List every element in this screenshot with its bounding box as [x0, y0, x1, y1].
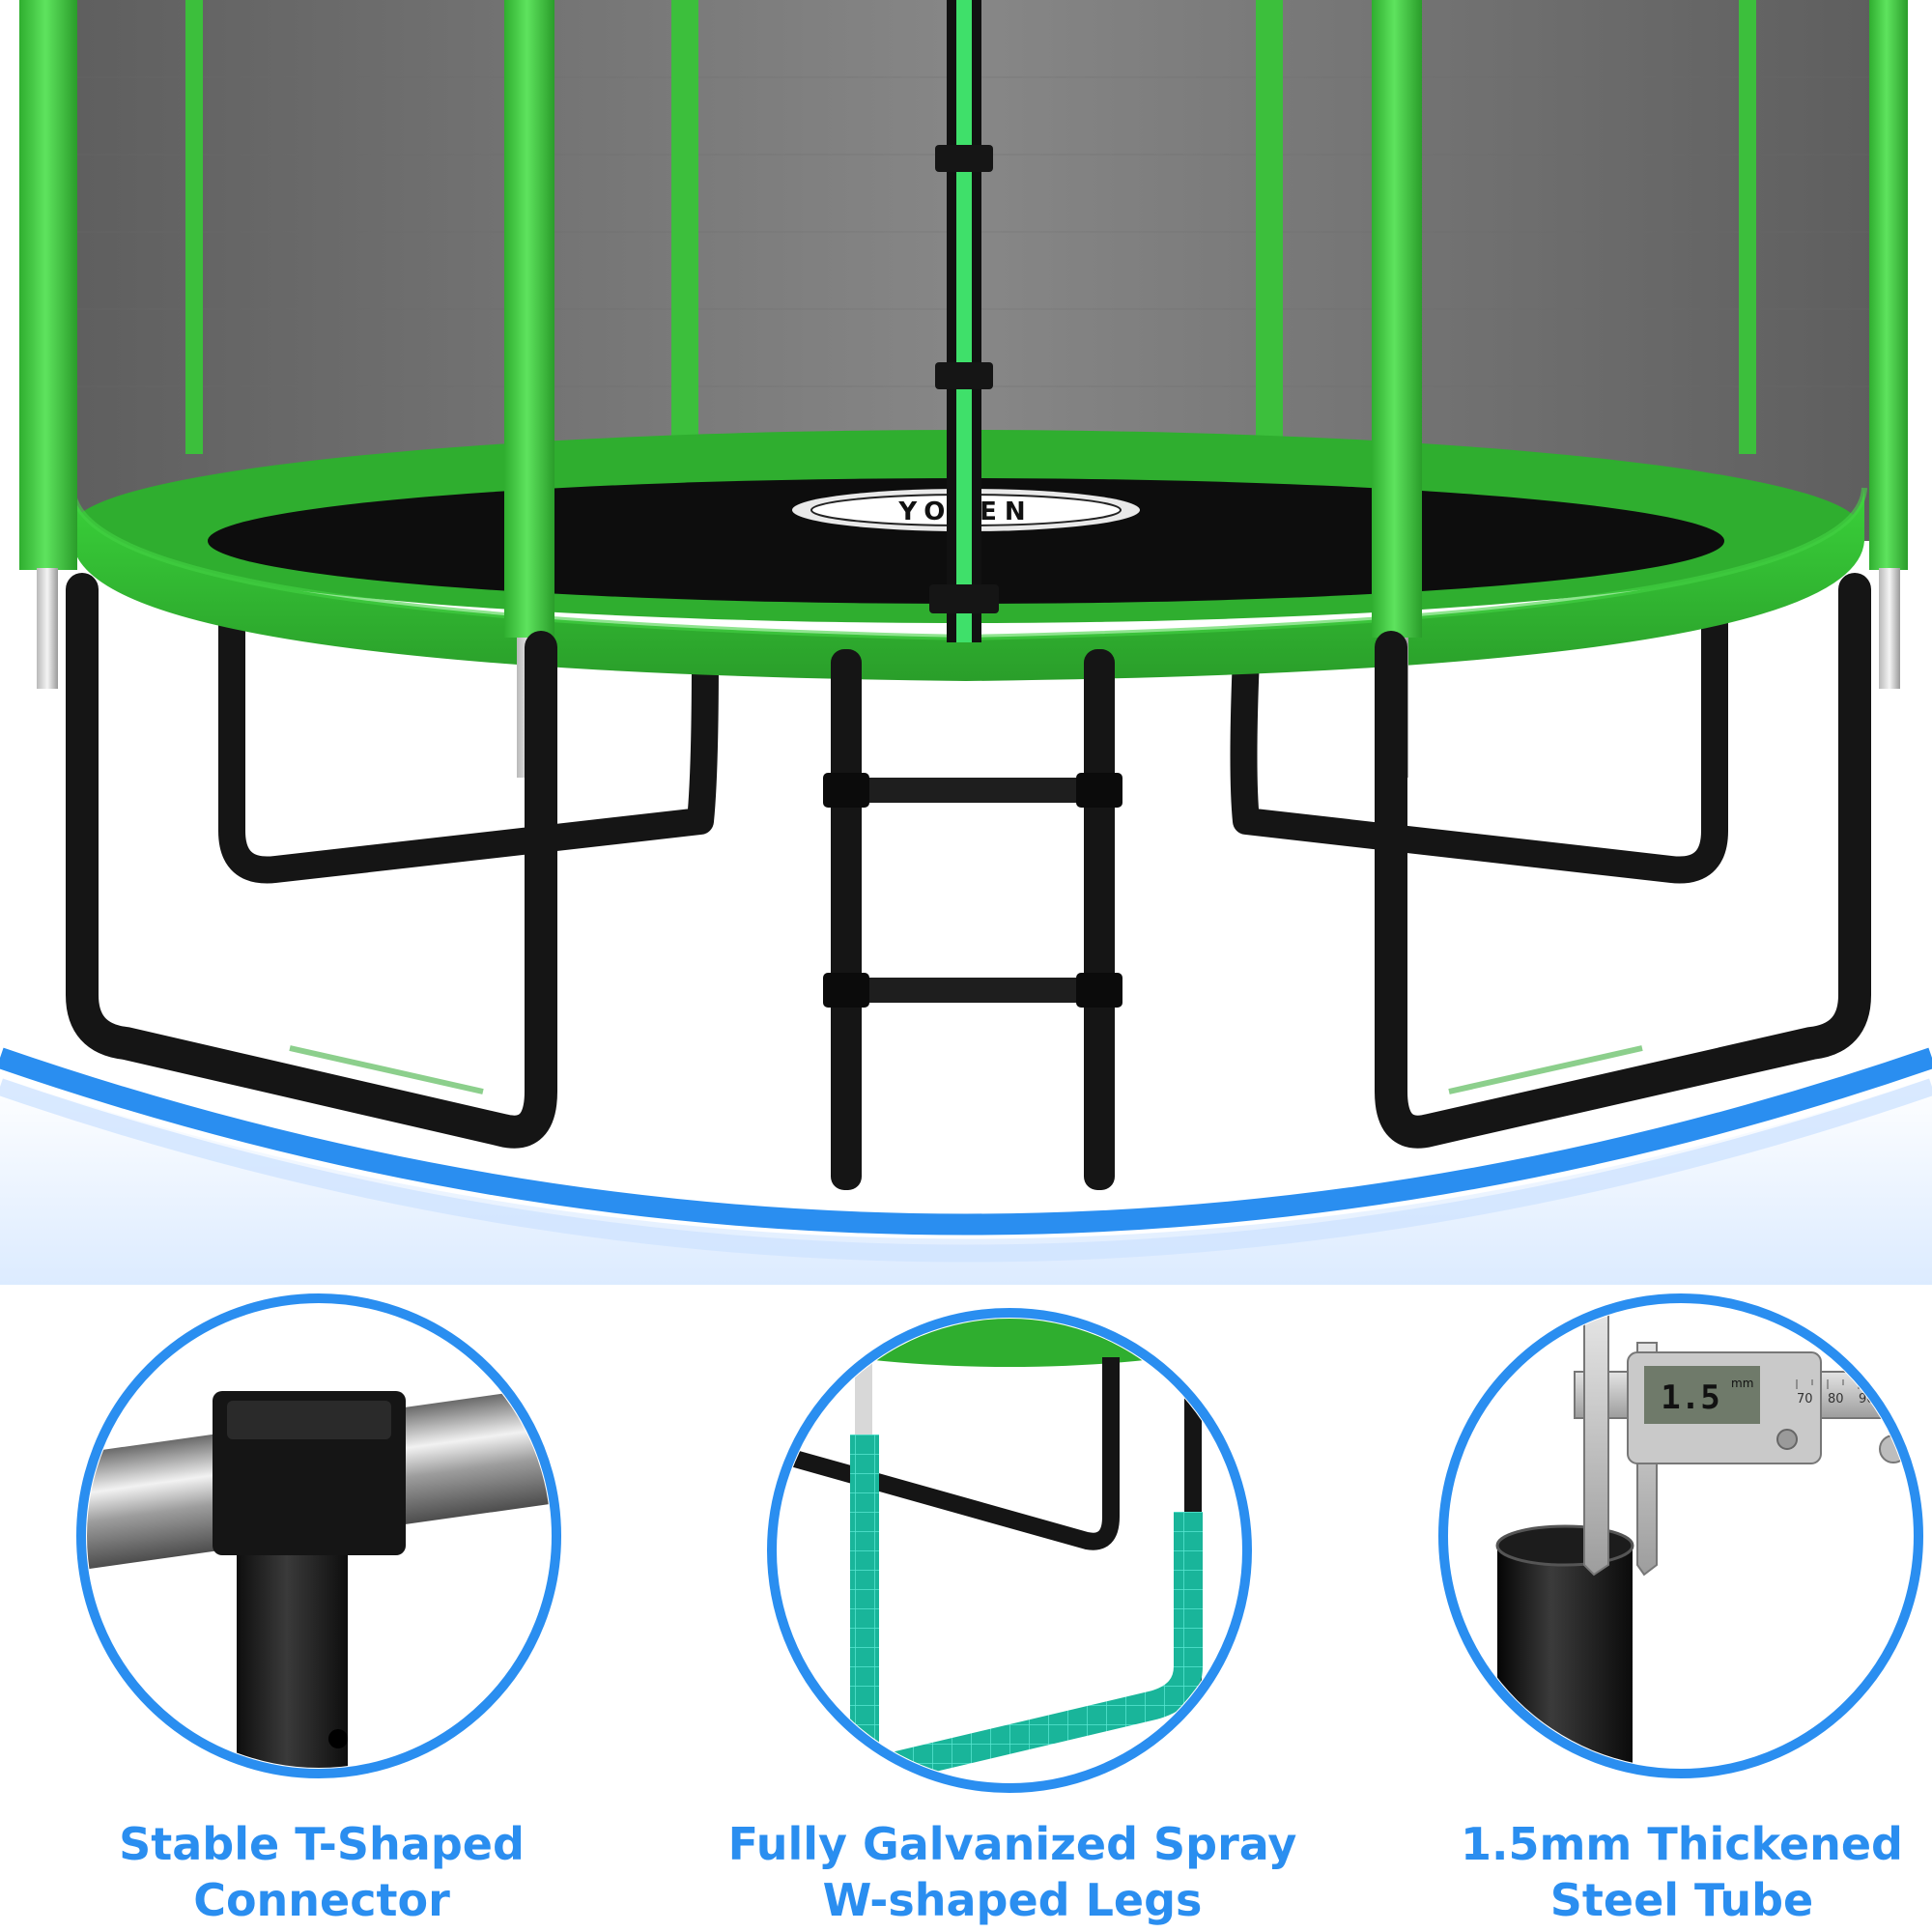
caliper-readout: 1.5 — [1661, 1378, 1719, 1417]
scale-label-100: 100 — [1888, 1392, 1912, 1406]
caliper-icon: 1.5 mm 70 80 90 100 — [1438, 1293, 1923, 1778]
feature-caption-line1: 1.5mm Thickened — [1461, 1818, 1903, 1870]
feature-caption-line2: W-shaped Legs — [822, 1874, 1203, 1926]
scale-label-70: 70 — [1797, 1392, 1813, 1406]
caliper-unit: mm — [1731, 1377, 1753, 1390]
trampoline-hero: YOBEN — [0, 0, 1932, 1285]
feature-caption-line1: Stable T-Shaped — [119, 1818, 525, 1870]
net-entrance-zipper — [929, 0, 999, 642]
blue-arc-divider — [0, 1047, 1932, 1285]
t-connector-icon — [76, 1293, 561, 1778]
feature-caption-line2: Steel Tube — [1549, 1874, 1814, 1926]
back-w-legs — [218, 566, 1728, 884]
leg-highlights — [289, 1045, 1643, 1094]
scale-label-80: 80 — [1828, 1392, 1844, 1406]
front-net-poles — [19, 0, 1908, 638]
feature-caption-line2: Connector — [193, 1874, 450, 1926]
w-leg-icon — [767, 1308, 1252, 1793]
ladder — [823, 649, 1122, 1190]
feature-caption-w-legs: Fully Galvanized Spray W-shaped Legs — [723, 1816, 1302, 1928]
feature-caption-steel-tube: 1.5mm Thickened Steel Tube — [1392, 1816, 1932, 1928]
front-w-legs — [66, 573, 1871, 1149]
feature-caption-t-connector: Stable T-Shaped Connector — [32, 1816, 611, 1928]
feature-caption-line1: Fully Galvanized Spray — [727, 1818, 1297, 1870]
back-net-poles — [185, 0, 1756, 454]
